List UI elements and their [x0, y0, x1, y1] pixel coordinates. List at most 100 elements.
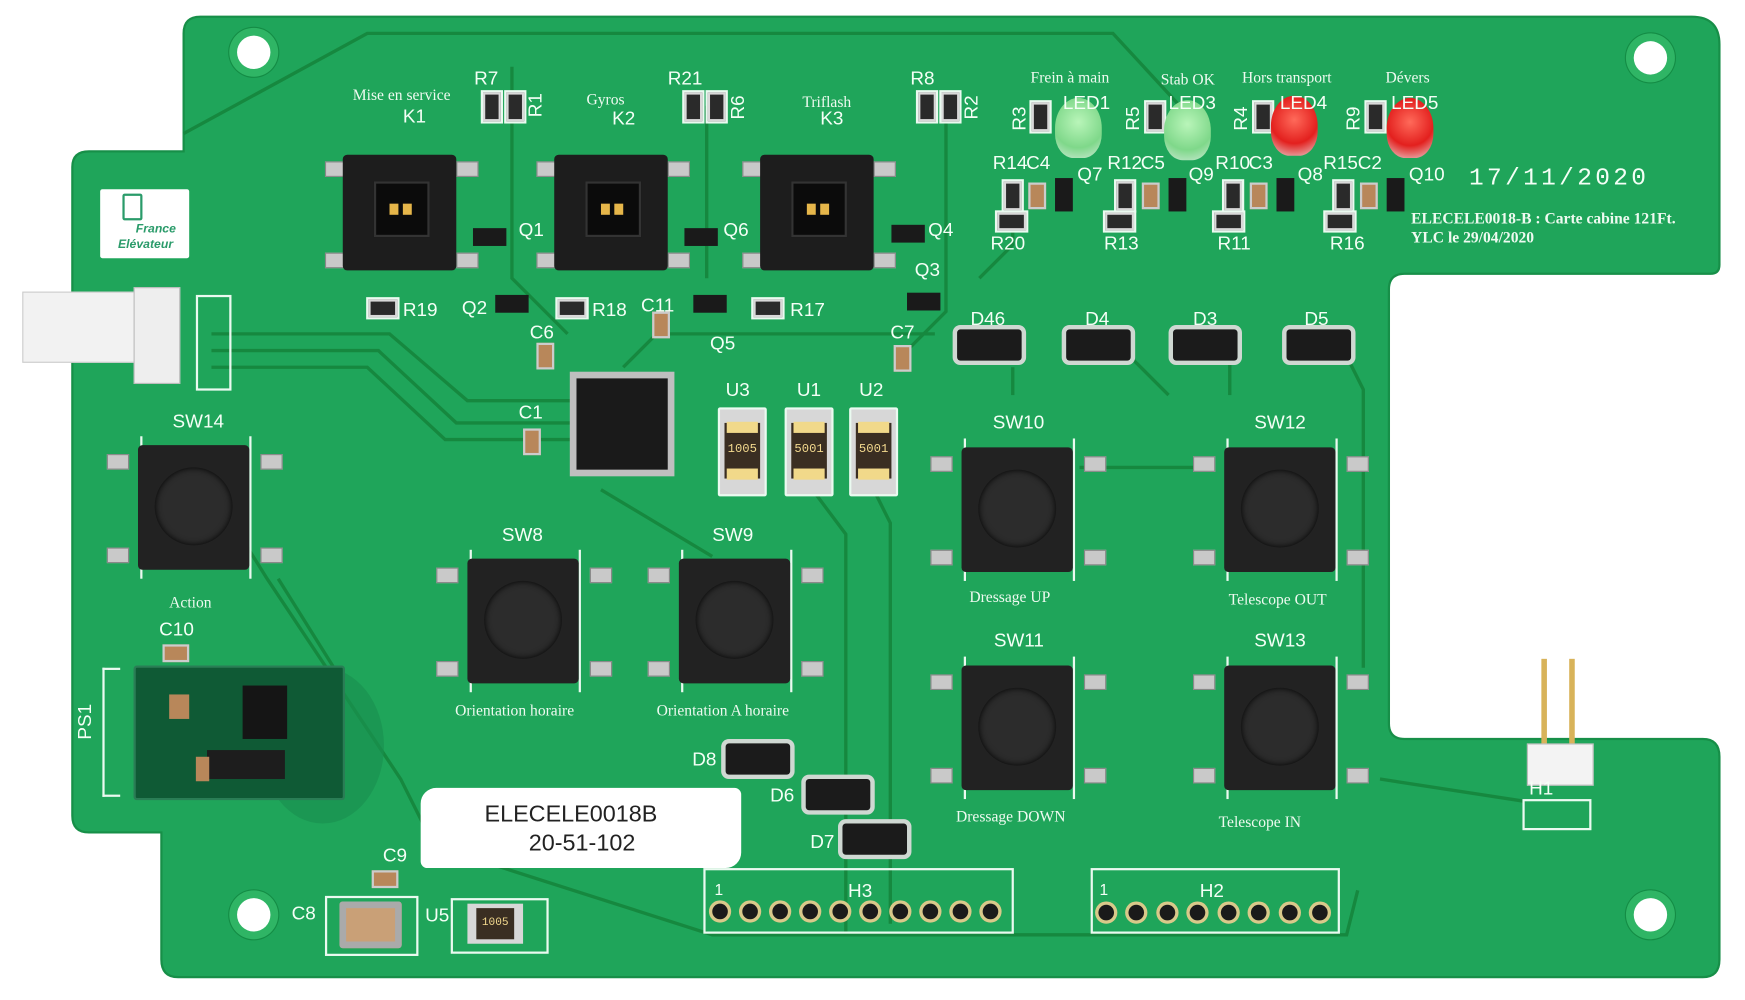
header-h2	[1090, 868, 1340, 934]
ref-label: R10	[1215, 152, 1250, 174]
ref-label: D3	[1193, 308, 1218, 330]
diode	[957, 329, 1022, 361]
board-id-text: ELECELE0018-B : Carte cabine 121Ft.	[1411, 211, 1676, 229]
resistor	[557, 299, 587, 318]
capacitor	[195, 756, 210, 782]
diode	[1066, 329, 1131, 361]
ref-label: H3	[848, 880, 873, 902]
transistor	[684, 228, 718, 246]
ref-label: C10	[159, 618, 194, 640]
header-pin	[952, 903, 969, 920]
header-pin	[862, 903, 879, 920]
push-button-sw13[interactable]	[1193, 656, 1369, 800]
header-pin	[1220, 904, 1237, 921]
tantalum-capacitor	[339, 901, 402, 949]
header-pin	[982, 903, 999, 920]
relay-function-label: Gyros	[586, 92, 625, 110]
mounting-hole	[1633, 41, 1668, 75]
ref-label: SW8	[501, 524, 543, 546]
push-button-sw9[interactable]	[647, 549, 824, 693]
push-button-sw10[interactable]	[930, 438, 1107, 581]
diode	[1286, 329, 1352, 361]
ref-label: SW14	[172, 410, 225, 432]
ref-label: U1	[796, 379, 822, 401]
mounting-hole	[237, 898, 271, 932]
ref-label: SW10	[992, 411, 1045, 433]
resistor	[1003, 181, 1022, 211]
resistor	[941, 92, 960, 122]
header-pin	[1250, 904, 1267, 921]
transistor	[693, 294, 727, 313]
transistor	[1386, 178, 1405, 212]
ref-label: R6	[727, 95, 749, 120]
ref-label: D6	[770, 784, 795, 806]
left-connector-footprint	[195, 294, 232, 391]
ref-label: U5	[425, 904, 450, 926]
push-button-sw14[interactable]	[106, 436, 283, 579]
ref-label: K2	[612, 107, 636, 130]
ref-label: LED3	[1168, 92, 1216, 114]
ref-label: R3	[1008, 106, 1030, 131]
ref-label: Q7	[1077, 163, 1103, 185]
capacitor	[523, 428, 541, 456]
chip-marking: 1005	[727, 442, 757, 457]
push-button-sw12[interactable]	[1193, 438, 1369, 581]
capacitor	[1249, 182, 1268, 210]
header-pin	[832, 903, 849, 920]
ref-label: D46	[970, 308, 1006, 330]
led-function-label: Dévers	[1385, 70, 1430, 87]
h1-footprint	[1522, 799, 1592, 831]
capacitor	[1359, 182, 1378, 210]
resistor	[368, 299, 398, 318]
fuse-u3: 1005	[717, 407, 767, 497]
chip-marking: 5001	[794, 442, 824, 457]
led-function-label: Stab OK	[1160, 72, 1215, 90]
transistor	[907, 292, 941, 311]
header-pin	[1159, 904, 1176, 921]
ref-label: C6	[529, 321, 554, 343]
sticker-serial: 20-51-102	[528, 830, 636, 856]
ref-label: SW13	[1254, 629, 1306, 652]
ref-label: R13	[1103, 232, 1139, 254]
transistor	[1055, 178, 1073, 212]
ref-label: D7	[810, 831, 835, 853]
push-button-sw8[interactable]	[436, 549, 613, 693]
switch-function-label: Dressage UP	[969, 589, 1051, 607]
resistor	[753, 299, 783, 318]
cabin-icon	[122, 193, 143, 221]
ref-label: R17	[790, 299, 825, 321]
ref-label: R9	[1342, 106, 1364, 131]
ref-label: C8	[291, 902, 316, 924]
resistor	[1031, 102, 1050, 132]
ref-label: C1	[518, 401, 543, 423]
logo-text: France	[135, 222, 176, 236]
ref-label: R4	[1230, 106, 1252, 131]
led-green	[1055, 97, 1102, 159]
ref-label: R18	[592, 299, 627, 321]
header-pin	[1312, 904, 1328, 921]
resistor	[684, 92, 703, 122]
header-pin	[802, 903, 818, 920]
switch-function-label: Telescope OUT	[1228, 592, 1327, 609]
resistor	[1116, 181, 1135, 211]
header-pin	[1282, 904, 1298, 921]
ref-label: Q2	[461, 297, 488, 319]
connector-pin	[1541, 658, 1547, 748]
ref-label: LED1	[1062, 92, 1111, 114]
ref-label: K3	[820, 107, 844, 130]
resistor	[1334, 181, 1353, 211]
capacitor	[1141, 182, 1160, 210]
sticker-part-number: ELECELE0018B	[484, 801, 658, 827]
ref-label: C11	[641, 294, 675, 317]
resistor	[1325, 212, 1355, 231]
header-pin	[712, 903, 728, 920]
ref-label: R5	[1122, 106, 1144, 131]
fuse-u2: 5001	[849, 407, 899, 497]
ic	[242, 685, 288, 739]
switch-function-label: Orientation A horaire	[656, 703, 790, 721]
ref-label: R21	[667, 67, 703, 90]
right-connector	[1526, 743, 1594, 786]
ref-label: PS1	[74, 703, 96, 740]
push-button-sw11[interactable]	[930, 656, 1107, 800]
